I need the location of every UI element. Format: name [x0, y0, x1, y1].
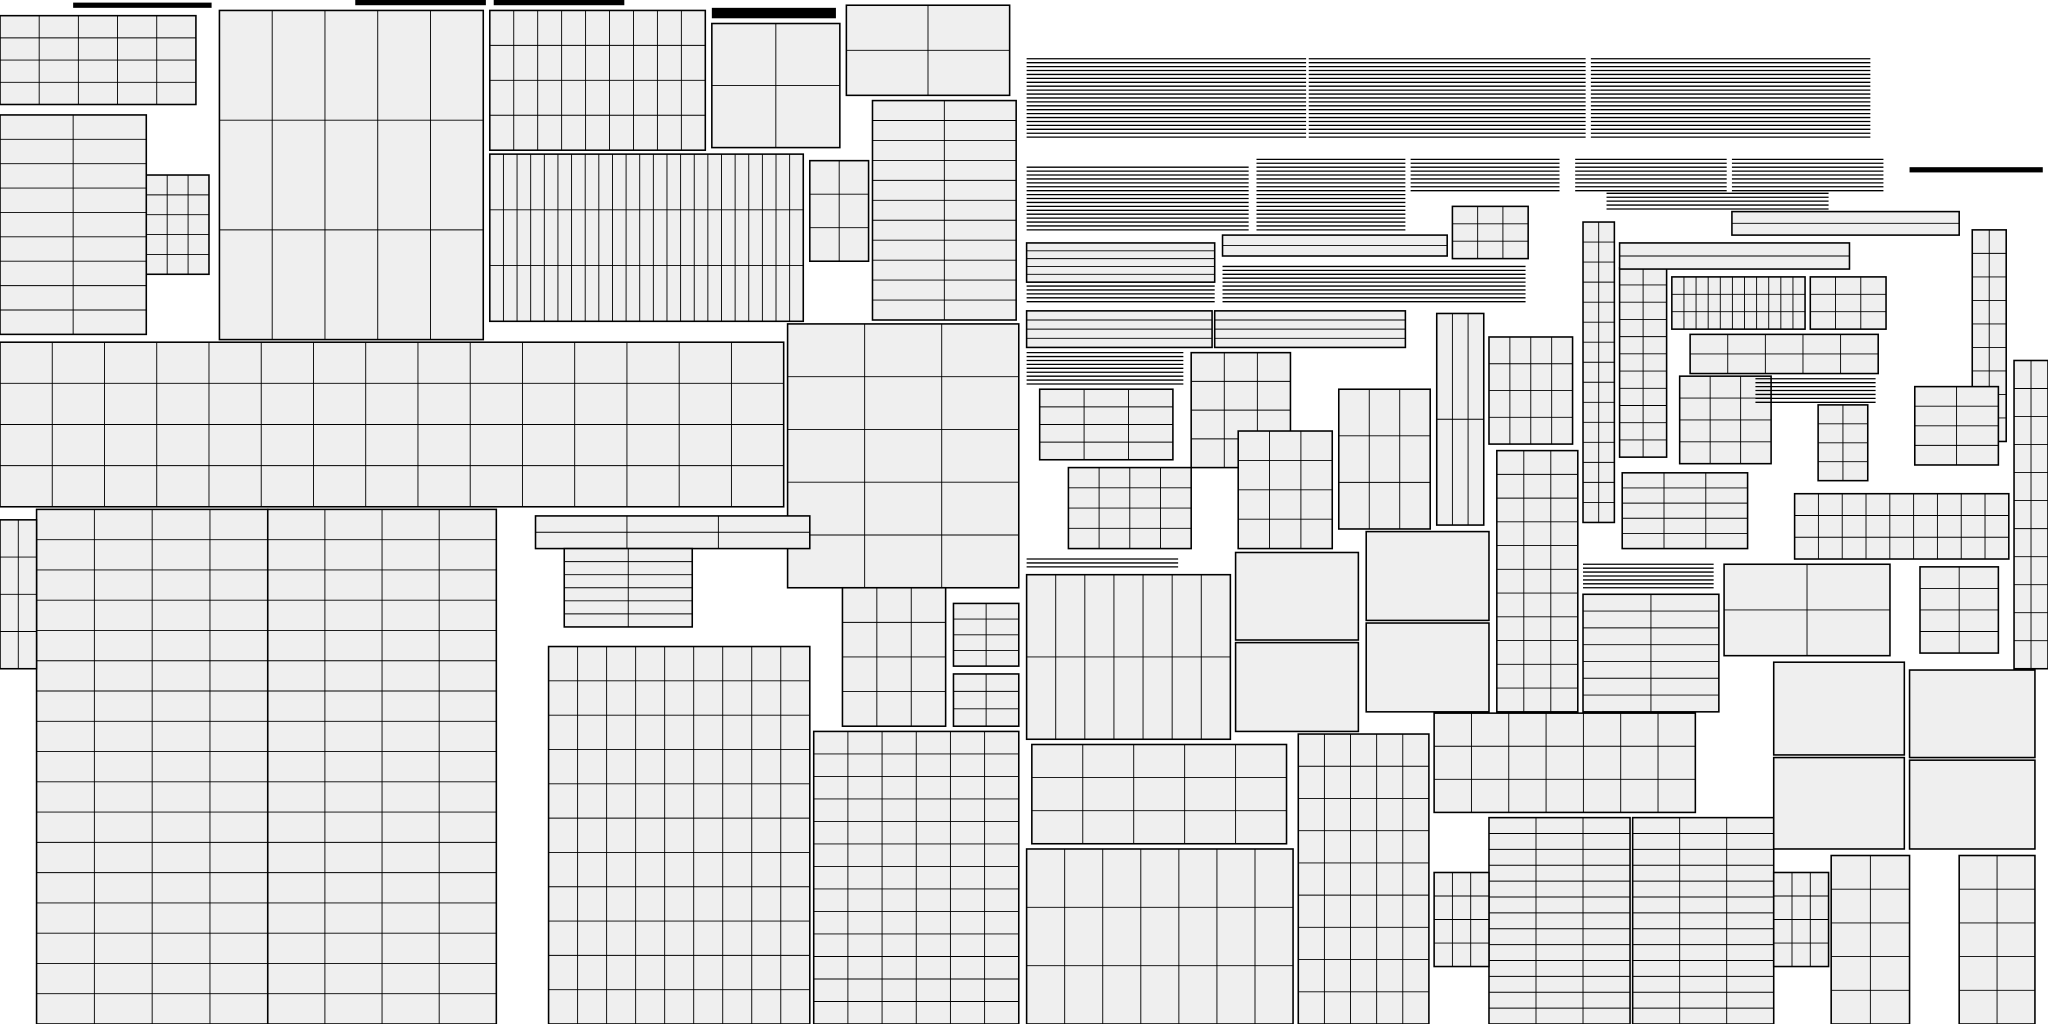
uv-island [1631, 816, 1775, 1024]
uv-thin-bar [493, 0, 625, 6]
uv-island [1365, 530, 1490, 622]
uv-thin-bar [355, 0, 486, 6]
uv-thin-bar [1909, 167, 2043, 173]
uv-island [1671, 276, 1806, 330]
uv-island [145, 174, 210, 276]
uv-island [1433, 712, 1697, 814]
uv-islands [0, 4, 2048, 1024]
uv-island [1772, 756, 1906, 850]
uv-island [1793, 492, 2010, 560]
uv-island [1297, 733, 1430, 1024]
uv-island [1031, 743, 1288, 845]
uv-island [1234, 641, 1360, 733]
uv-island [1809, 276, 1887, 330]
uv-island [489, 153, 805, 323]
uv-thin-bar [73, 2, 212, 8]
uv-island [1488, 816, 1631, 1024]
uv-island [1908, 759, 2036, 850]
uv-line-bundles [73, 0, 2043, 589]
uv-island [1025, 242, 1216, 283]
uv-island [1451, 205, 1529, 260]
uv-island [1337, 388, 1431, 530]
uv-island [218, 9, 485, 341]
uv-island [1772, 661, 1906, 756]
uv-island [1621, 472, 1749, 550]
uv-island [1234, 551, 1360, 641]
uv-island [1025, 848, 1294, 1024]
uv-island [547, 645, 811, 1024]
uv-thin-bar [711, 7, 836, 19]
uv-island [786, 323, 1020, 589]
uv-island [1496, 449, 1579, 713]
uv-island [1365, 622, 1490, 713]
uv-island [1908, 669, 2036, 759]
